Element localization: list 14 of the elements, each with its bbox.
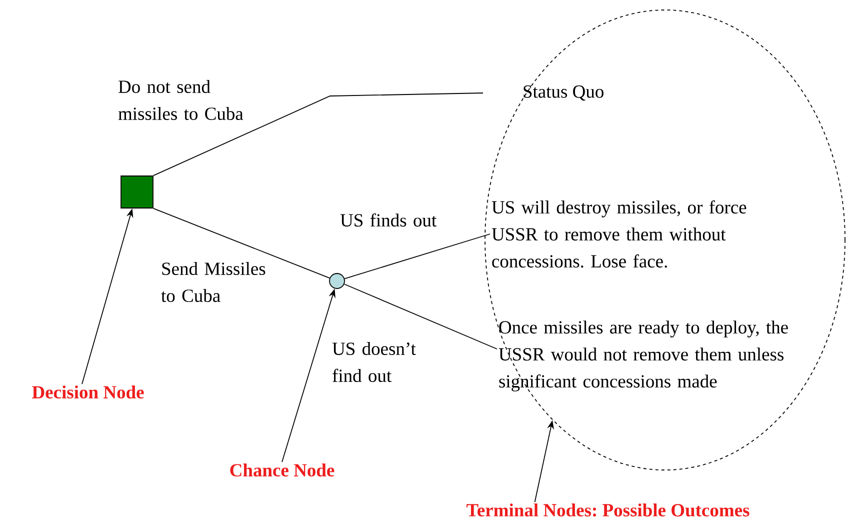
callout-label: Chance Node [230,464,334,477]
edge-label: Do not send missiles to Cuba [118,80,244,120]
edge-label: US doesn’t find out [332,342,416,382]
branch-line [153,92,484,176]
branch-line [344,234,490,280]
edge-label: Send Missiles to Cuba [161,262,266,302]
branch-line [153,208,330,279]
branch-line [344,284,498,350]
edge-label: US finds out [340,213,436,227]
callout-label: Decision Node [32,386,144,399]
decision-square [120,176,154,208]
outcome-ellipse [484,10,846,470]
chance-circle [329,273,345,289]
callout-label: Terminal Nodes: Possible Outcomes [466,503,750,517]
